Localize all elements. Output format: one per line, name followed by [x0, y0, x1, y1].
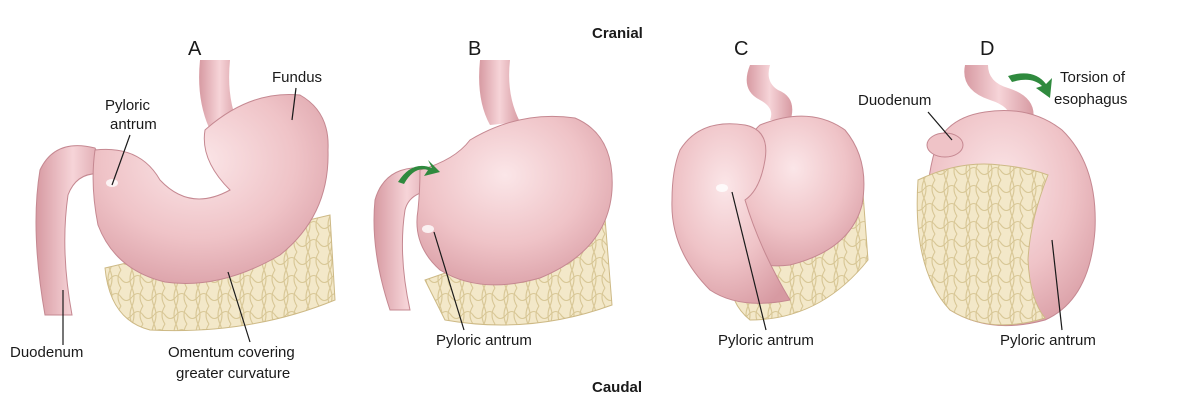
- panel-b-rotation-arrow: [398, 160, 440, 184]
- panel-a-fundus-leader: [291, 87, 297, 121]
- panel-a-duodenum-label: Duodenum: [10, 344, 83, 361]
- panel-c-letter: C: [734, 38, 748, 60]
- caudal-label: Caudal: [592, 379, 642, 396]
- panel-a-duodenum: [35, 145, 111, 316]
- panel-c-esophagus: [746, 65, 793, 122]
- panel-d-torsion-label-1: Torsion of: [1060, 69, 1126, 86]
- panel-a-fundus-label: Fundus: [272, 69, 322, 86]
- panel-d-duodenum-label: Duodenum: [858, 92, 931, 109]
- panel-a-omentum-leader: [227, 271, 251, 343]
- panel-b-pyloric-label: Pyloric antrum: [436, 332, 532, 349]
- panel-b-esophagus: [479, 60, 520, 125]
- panel-b-pyloric-leader: [433, 231, 465, 331]
- panel-b-stomach: [416, 115, 613, 286]
- panel-d-duodenum-part: [926, 132, 964, 158]
- panel-a-stomach: [92, 93, 329, 284]
- cranial-label: Cranial: [592, 25, 643, 42]
- panel-a-highlight: [106, 179, 118, 187]
- panel-d-letter: D: [980, 38, 994, 60]
- panel-a-pyloric-leader: [111, 134, 131, 186]
- panel-b-highlight: [422, 225, 434, 233]
- panel-a-pyloric-label-1: Pyloric: [105, 97, 151, 114]
- panel-c-antrum-loop: [671, 123, 791, 304]
- panel-c: C Pyloric antrum: [671, 38, 869, 349]
- panel-d-torsion-label-2: esophagus: [1054, 91, 1127, 108]
- panel-d-omentum: [916, 163, 1049, 326]
- panel-a-letter: A: [188, 38, 202, 60]
- panel-a-omentum-label-2: greater curvature: [176, 365, 290, 382]
- panel-a: A Fundus Pyloric antrum Duodenum Omentum…: [10, 38, 336, 382]
- panel-a-pyloric-label-2: antrum: [110, 116, 157, 133]
- panel-b-letter: B: [468, 38, 481, 60]
- panel-a-omentum-label-1: Omentum covering: [168, 344, 295, 361]
- panel-c-pyloric-leader: [731, 191, 767, 331]
- panel-d: D Torsion of esophagus Duodenum Pyloric …: [858, 38, 1127, 349]
- panel-c-highlight: [716, 184, 728, 192]
- panel-d-duodenum-leader: [927, 111, 953, 141]
- panel-b: B Pyloric antrum: [373, 38, 613, 349]
- panel-d-torsion-arrow: [1008, 73, 1052, 98]
- panel-d-pyloric-leader: [1051, 239, 1063, 331]
- panel-d-esophagus: [964, 65, 1034, 125]
- panel-c-pyloric-label: Pyloric antrum: [718, 332, 814, 349]
- panel-d-pyloric-label: Pyloric antrum: [1000, 332, 1096, 349]
